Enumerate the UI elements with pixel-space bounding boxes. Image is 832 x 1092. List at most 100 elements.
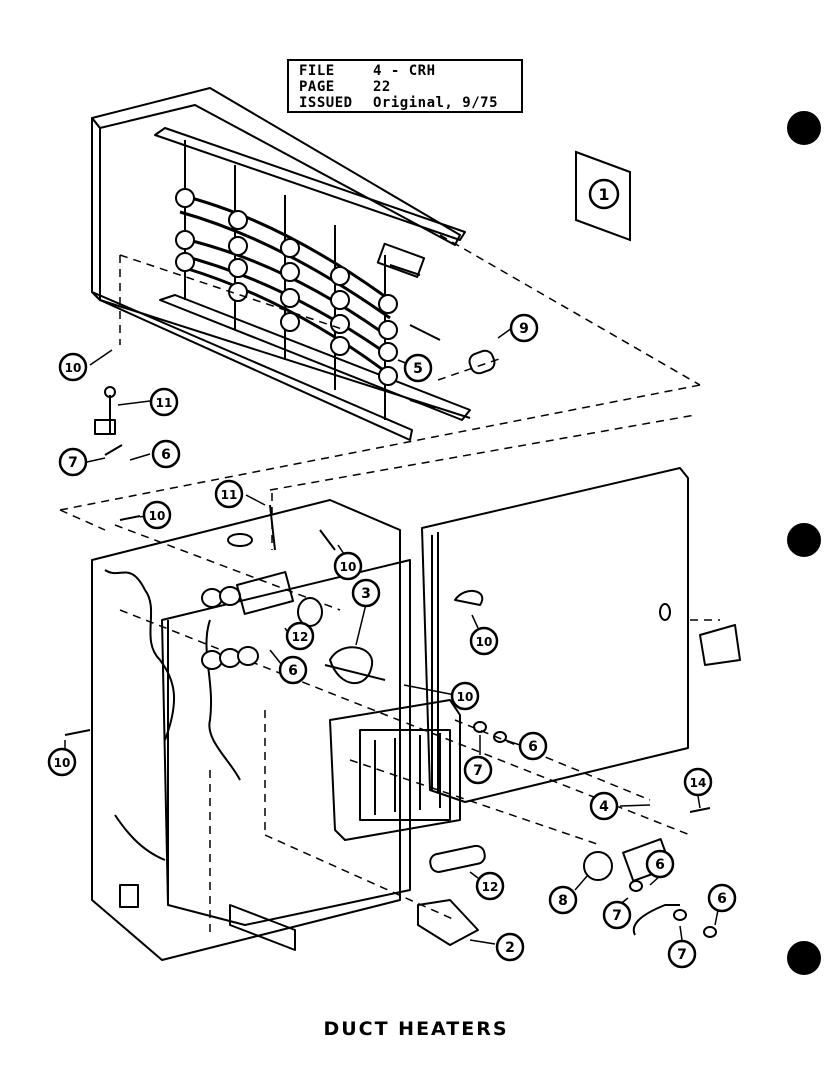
callout-circle: [403, 353, 433, 383]
callout-c6a: 6: [151, 439, 181, 469]
diagram-caption: DUCT HEATERS: [323, 1018, 509, 1040]
callout-circle: [509, 313, 539, 343]
callout-circle: [667, 939, 697, 969]
callout-label: 10: [476, 635, 493, 649]
callout-circle: [475, 871, 505, 901]
callout-label: 14: [690, 776, 707, 790]
callout-c11a: 11: [149, 387, 179, 417]
callout-c6d: 6: [645, 849, 675, 879]
callout-circle: [151, 439, 181, 469]
callout-group: 9 5 10 11 7 6 11 10 10 3 10 12 6 10 10 7 6 14 4 12 8 6 7 6 7 2: [47, 313, 737, 969]
callout-circle: [142, 500, 172, 530]
callout-label: 10: [457, 690, 474, 704]
callout-label: 10: [340, 560, 357, 574]
callout-circle: [149, 387, 179, 417]
file-value: 4 - CRH: [373, 63, 436, 79]
callout-label: 6: [161, 447, 171, 463]
page-label: PAGE: [299, 79, 335, 95]
callout-c3: 3: [351, 578, 381, 608]
callout-circle: [351, 578, 381, 608]
title-block: FILE 4 - CRH PAGE 22 ISSUED Original, 9/75: [287, 59, 523, 113]
callout-c12b: 12: [475, 871, 505, 901]
callout-c10e: 10: [450, 681, 480, 711]
callout-c7c: 7: [602, 900, 632, 930]
callout-circle: [58, 352, 88, 382]
callout-label: 10: [65, 361, 82, 375]
callout-c6c: 6: [518, 731, 548, 761]
phantom-lines: [59, 234, 720, 935]
callout-circle: [495, 932, 525, 962]
figure-index-label: 1: [598, 185, 609, 204]
callout-circle: [285, 621, 315, 651]
file-label: FILE: [299, 63, 335, 79]
callout-circle: [47, 747, 77, 777]
callout-label: 5: [413, 361, 423, 377]
callout-circle: [469, 626, 499, 656]
callout-c10f: 10: [47, 747, 77, 777]
callout-circle: [707, 883, 737, 913]
callout-label: 10: [54, 756, 71, 770]
callout-c11b: 11: [214, 479, 244, 509]
callout-circle: [589, 791, 619, 821]
callout-label: 9: [519, 321, 529, 337]
callout-c8: 8: [548, 885, 578, 915]
binder-hole-middle: [787, 523, 821, 557]
title-file-row: FILE 4 - CRH: [299, 63, 436, 80]
callout-circle: [214, 479, 244, 509]
binder-hole-bottom: [787, 941, 821, 975]
callout-circle: [463, 755, 493, 785]
callout-c9: 9: [509, 313, 539, 343]
callout-c7d: 7: [667, 939, 697, 969]
callout-circle: [602, 900, 632, 930]
callout-label: 7: [612, 908, 622, 924]
callout-label: 7: [677, 947, 687, 963]
callout-label: 11: [156, 396, 173, 410]
callout-c4: 4: [589, 791, 619, 821]
callout-label: 11: [221, 488, 238, 502]
callout-c6b: 6: [278, 655, 308, 685]
callout-c7b: 7: [463, 755, 493, 785]
figure-index-marker: 1: [575, 150, 631, 242]
access-door: [421, 467, 689, 803]
callout-label: 12: [482, 880, 499, 894]
callout-circle: [548, 885, 578, 915]
callout-label: 6: [655, 857, 665, 873]
callout-c10b: 10: [142, 500, 172, 530]
callout-label: 7: [473, 763, 483, 779]
callout-c2: 2: [495, 932, 525, 962]
callout-label: 8: [558, 893, 568, 909]
issued-label: ISSUED: [299, 95, 353, 111]
callout-label: 3: [361, 586, 371, 602]
callout-c5: 5: [403, 353, 433, 383]
callout-label: 6: [717, 891, 727, 907]
callout-label: 2: [505, 940, 515, 956]
issued-value: Original, 9/75: [373, 95, 499, 111]
callout-c12a: 12: [285, 621, 315, 651]
loose-parts: [94, 349, 741, 946]
page-value: 22: [373, 79, 391, 95]
callout-label: 6: [528, 739, 538, 755]
title-page-row: PAGE 22: [299, 79, 391, 96]
callout-circle: [518, 731, 548, 761]
title-issued-row: ISSUED Original, 9/75: [299, 95, 498, 112]
callout-c7a: 7: [58, 447, 88, 477]
callout-circle: [645, 849, 675, 879]
callout-circle: [278, 655, 308, 685]
callout-circle: [333, 551, 363, 581]
callout-label: 4: [599, 799, 609, 815]
callout-label: 10: [149, 509, 166, 523]
callout-c10c: 10: [333, 551, 363, 581]
callout-circle: [450, 681, 480, 711]
callout-label: 6: [288, 663, 298, 679]
callout-c6e: 6: [707, 883, 737, 913]
callout-c10d: 10: [469, 626, 499, 656]
heater-element-assembly: [91, 87, 471, 441]
callout-label: 12: [292, 630, 309, 644]
callout-circle: [58, 447, 88, 477]
callout-label: 7: [68, 455, 78, 471]
callout-c14: 14: [683, 767, 713, 797]
callout-c10a: 10: [58, 352, 88, 382]
cabinet-assembly: [64, 499, 461, 961]
